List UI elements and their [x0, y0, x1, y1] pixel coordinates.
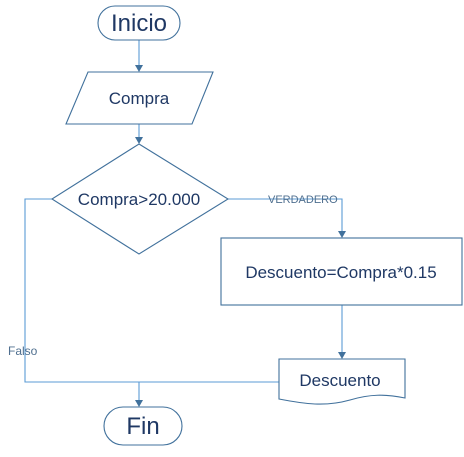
end-label: Fin — [126, 413, 159, 440]
process-box: Descuento=Compra*0.15 — [220, 237, 463, 306]
arrowhead-output — [338, 352, 346, 359]
false-branch-label: Falso — [8, 344, 38, 358]
arrowhead-process — [338, 231, 346, 238]
connector-true-branch — [228, 198, 343, 232]
arrowhead-input — [135, 65, 143, 72]
output-label: Descuento — [299, 371, 380, 390]
connector-false-branch — [24, 198, 139, 383]
end-terminator: Fin — [103, 406, 183, 446]
true-branch-label: VERDADERO — [268, 194, 338, 206]
output-document: Descuento — [278, 358, 406, 405]
start-terminator: Inicio — [97, 5, 181, 41]
process-label: Descuento=Compra*0.15 — [245, 263, 436, 282]
decision-label: Compra>20.000 — [78, 190, 200, 209]
start-label: Inicio — [111, 10, 167, 37]
input-parallelogram: Compra — [65, 71, 214, 125]
decision-diamond: Compra>20.000 — [50, 143, 230, 255]
input-label: Compra — [109, 89, 170, 108]
connectors — [24, 40, 346, 407]
arrowhead-decision — [135, 137, 143, 144]
arrowhead-end — [135, 400, 143, 407]
